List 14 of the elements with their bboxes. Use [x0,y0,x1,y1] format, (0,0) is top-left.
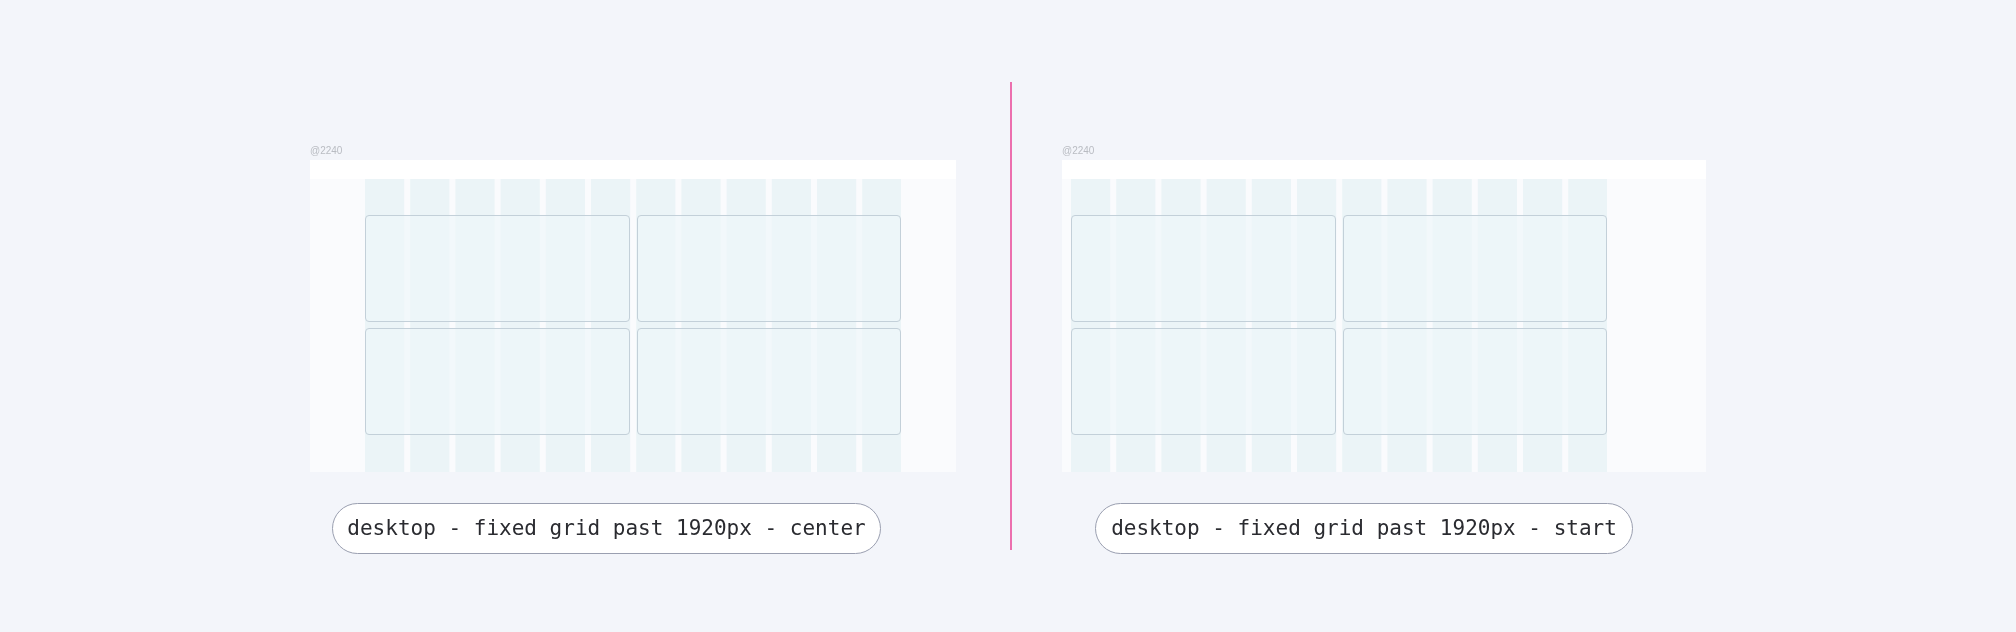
caption-text: desktop - fixed grid past 1920px - start [1111,514,1617,542]
content-card [637,215,901,322]
content-card [1343,328,1607,435]
breakpoint-label: @2240 [1062,145,1095,157]
content-card [1071,328,1336,435]
content-card [365,215,630,322]
breakpoint-label: @2240 [310,145,343,157]
content-card [1071,215,1336,322]
content-card [637,328,901,435]
caption-pill [332,503,881,554]
content-card [1343,215,1607,322]
caption-pill [1095,503,1633,554]
caption-text: desktop - fixed grid past 1920px - center [347,514,866,542]
content-card [365,328,630,435]
